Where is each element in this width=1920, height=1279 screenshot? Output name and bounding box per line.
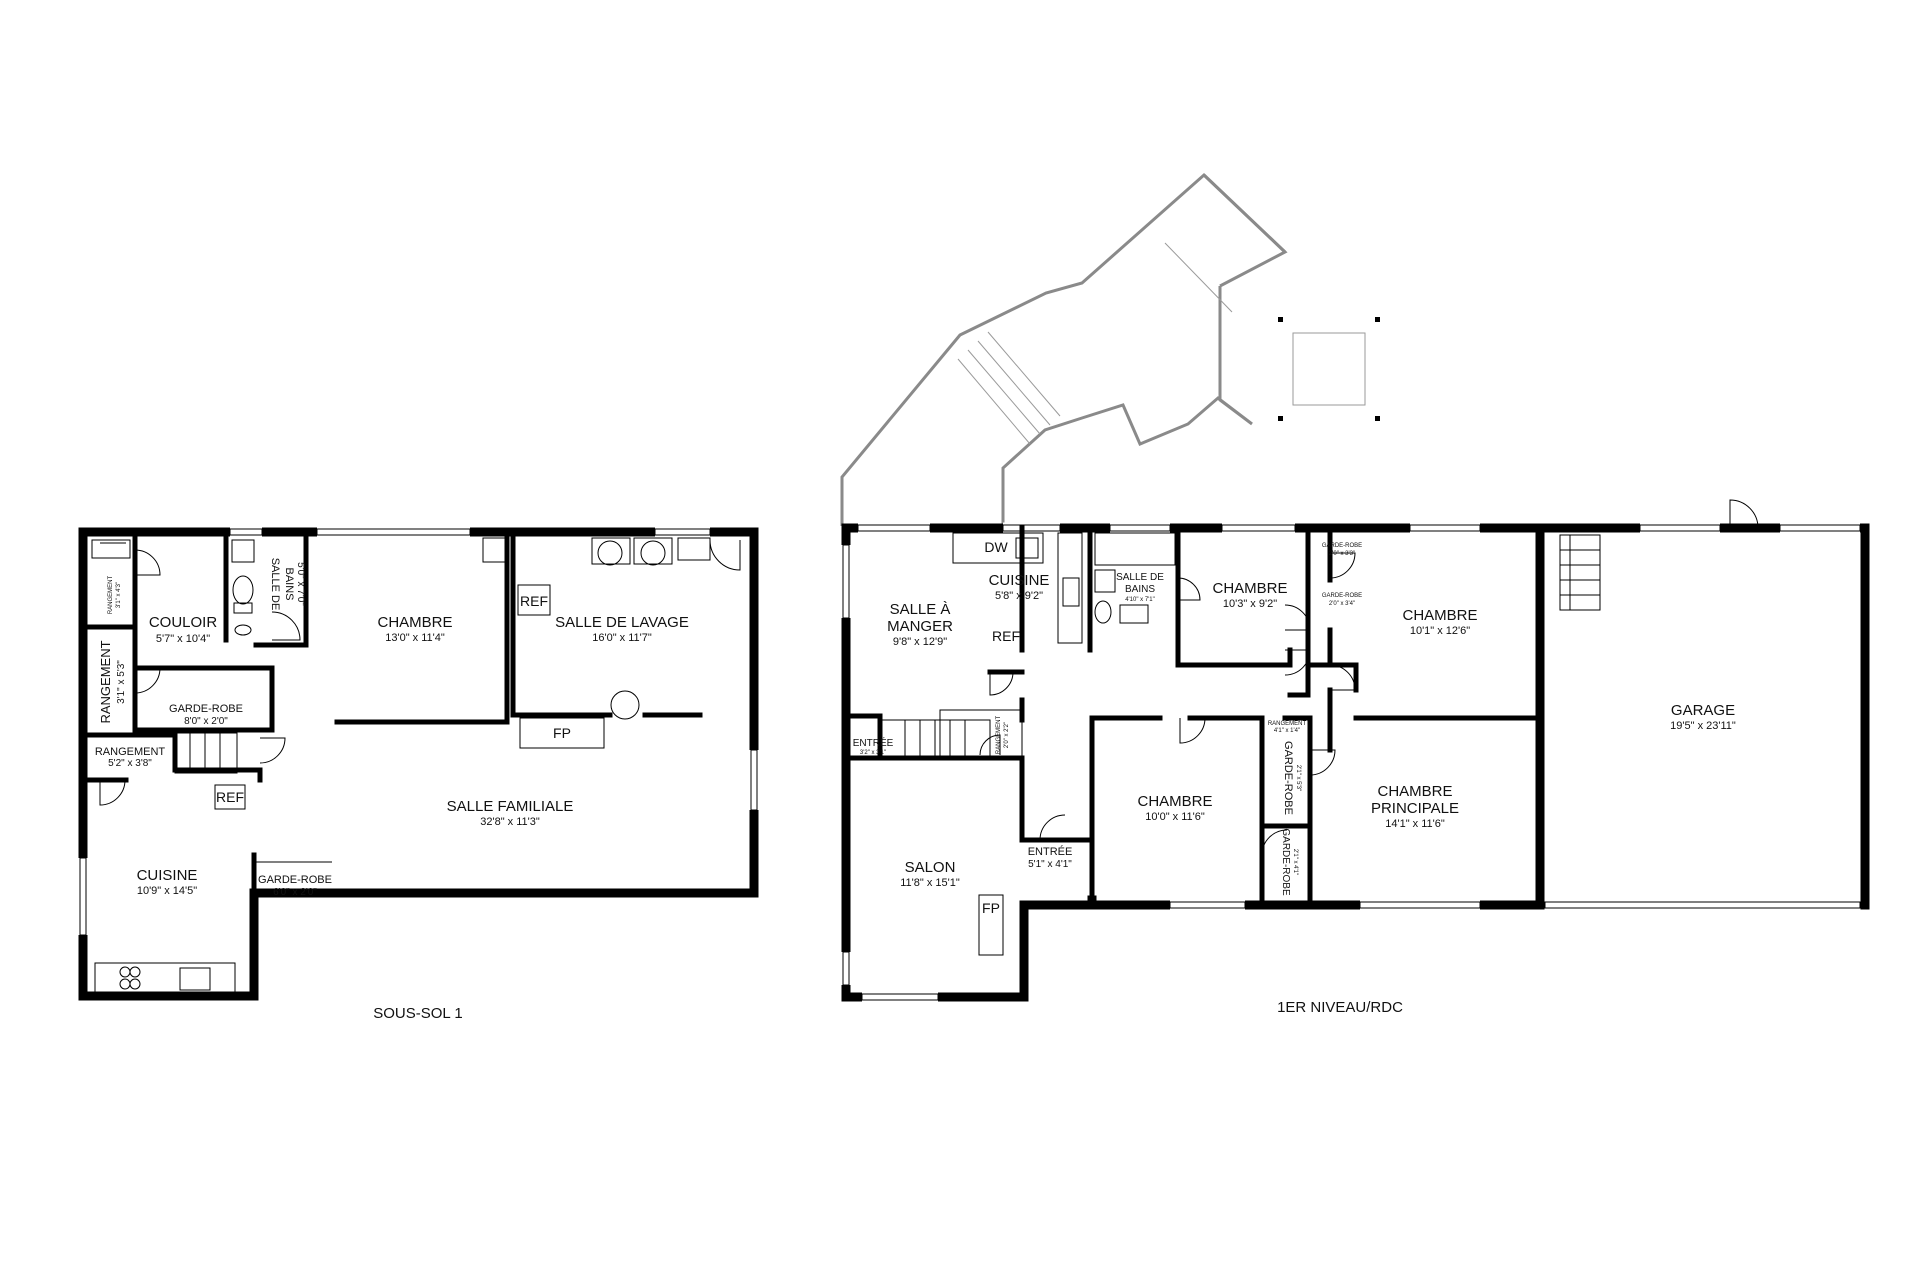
main-chambre-principale-dims: 14'1" x 11'6" (1385, 818, 1445, 830)
main-garde-robe-c-dims: 2'1" x 5'3" (1295, 765, 1301, 791)
basement-fixtures (94, 537, 711, 994)
main-rangement-small-dims: 2'0" x 2'2" (1004, 722, 1010, 748)
basement-plan: RANGEMENT 3'1" x 4'3" COULOIR 5'7" x 10'… (77, 526, 760, 1022)
main-salon-dims: 11'8" x 15'1" (900, 877, 960, 889)
main-stairs (879, 719, 991, 759)
main-garde-robe-d-name: GARDE-ROBE (1280, 828, 1291, 896)
main-windows (840, 522, 1861, 1003)
main-fp-label: FP (982, 900, 1000, 916)
main-garde-robe-a-name: GARDE-ROBE (1322, 543, 1362, 549)
main-entree-2-dims: 5'1" x 4'1" (1028, 859, 1072, 870)
main-chambre-3-name: CHAMBRE (1137, 793, 1212, 810)
basement-garde-robe-2-name: GARDE-ROBE (258, 874, 332, 886)
basement-salle-familiale-dims: 32'8" x 11'3" (480, 816, 540, 828)
main-chambre-principale-name2: PRINCIPALE (1371, 800, 1459, 817)
basement-fp-label: FP (553, 725, 571, 741)
main-sdb-dims: 4'10" x 7'1" (1125, 597, 1155, 603)
basement-chambre-dims: 13'0" x 11'4" (385, 632, 445, 644)
basement-cuisine-name: CUISINE (137, 867, 198, 884)
basement-rangement-2-name: RANGEMENT (95, 746, 166, 758)
main-chambre-1-dims: 10'3" x 9'2" (1223, 598, 1277, 610)
main-level-label: 1ER NIVEAU/RDC (1277, 999, 1403, 1016)
main-entree-1-dims: 3'2" x 3'1" (860, 750, 886, 756)
basement-salle-de-lavage-name: SALLE DE LAVAGE (555, 614, 689, 631)
basement-cuisine-dims: 10'9" x 14'5" (137, 885, 197, 897)
basement-windows (77, 526, 760, 936)
basement-salle-de-lavage-dims: 16'0" x 11'7" (592, 632, 652, 644)
basement-level-label: SOUS-SOL 1 (373, 1005, 462, 1022)
main-rangement-hall-name: RANGEMENT (1268, 721, 1307, 727)
main-salle-a-manger-name2: MANGER (887, 618, 953, 635)
basement-salle-familiale-name: SALLE FAMILIALE (447, 798, 574, 815)
basement-chambre-name: CHAMBRE (377, 614, 452, 631)
main-fixtures (939, 532, 1601, 956)
main-cuisine-dims: 5'8" x 9'2" (995, 590, 1043, 602)
main-entree-2-name: ENTRÉE (1028, 845, 1073, 858)
basement-couloir-name: COULOIR (149, 614, 218, 631)
main-rangement-hall-dims: 4'1" x 1'4" (1274, 728, 1300, 734)
basement-sdb-name1: SALLE DE (269, 558, 281, 611)
basement-garde-robe-1-dims: 8'0" x 2'0" (184, 716, 228, 727)
main-garde-robe-b-name: GARDE-ROBE (1322, 593, 1362, 599)
basement-doors (99, 539, 741, 806)
basement-rangement-small-name: RANGEMENT (108, 576, 114, 615)
main-chambre-3-dims: 10'0" x 11'6" (1145, 811, 1205, 823)
main-chambre-2-name: CHAMBRE (1402, 607, 1477, 624)
main-salle-a-manger-name1: SALLE À (890, 601, 951, 618)
basement-sdb-name2: BAINS (283, 567, 295, 600)
basement-garde-robe-2-dims: 6'0" x 2'0" (273, 887, 317, 898)
main-ref-label: REF (992, 628, 1020, 644)
basement-rangement-2-dims: 5'2" x 3'8" (108, 758, 152, 769)
basement-rangement-vertical-dims: 3'1" x 5'3" (116, 660, 127, 704)
deck-outline (840, 172, 1380, 526)
main-sdb-name1: SALLE DE (1116, 572, 1164, 583)
main-garde-robe-c-name: GARDE-ROBE (1282, 741, 1294, 815)
main-garde-robe-a-dims: 2'0" x 3'3" (1329, 551, 1355, 557)
main-entree-1-name: ENTRÉE (853, 736, 894, 749)
main-garage-name: GARAGE (1671, 702, 1735, 719)
basement-ref-laundry-label: REF (520, 593, 548, 609)
main-garde-robe-b-dims: 2'0" x 3'4" (1329, 601, 1355, 607)
main-salon-name: SALON (905, 859, 956, 876)
basement-sdb-dims: 5'0" x 7'0" (295, 562, 306, 606)
main-salle-a-manger-dims: 9'8" x 12'9" (893, 636, 947, 648)
main-rangement-small-name: RANGEMENT (996, 716, 1002, 755)
basement-garde-robe-1-name: GARDE-ROBE (169, 703, 243, 715)
main-chambre-principale-name1: CHAMBRE (1377, 783, 1452, 800)
main-garde-robe-d-dims: 2'1" x 4'1" (1292, 849, 1298, 875)
main-cuisine-name: CUISINE (989, 572, 1050, 589)
basement-exterior-walls (78, 527, 759, 1001)
main-chambre-1-name: CHAMBRE (1212, 580, 1287, 597)
main-doors (979, 499, 1759, 856)
basement-couloir-dims: 5'7" x 10'4" (156, 633, 210, 645)
main-level-plan: DW SALLE À MANGER 9'8" x 12'9" CUISINE 5… (840, 172, 1870, 1016)
basement-rangement-small-dims: 3'1" x 4'3" (116, 582, 122, 608)
main-dw-label: DW (984, 539, 1008, 555)
main-chambre-2-dims: 10'1" x 12'6" (1410, 625, 1470, 637)
basement-ref-stairs-label: REF (216, 789, 244, 805)
main-garage-dims: 19'5" x 23'11" (1670, 720, 1736, 732)
basement-rangement-vertical-name: RANGEMENT (98, 640, 113, 723)
main-sdb-name2: BAINS (1125, 584, 1155, 595)
